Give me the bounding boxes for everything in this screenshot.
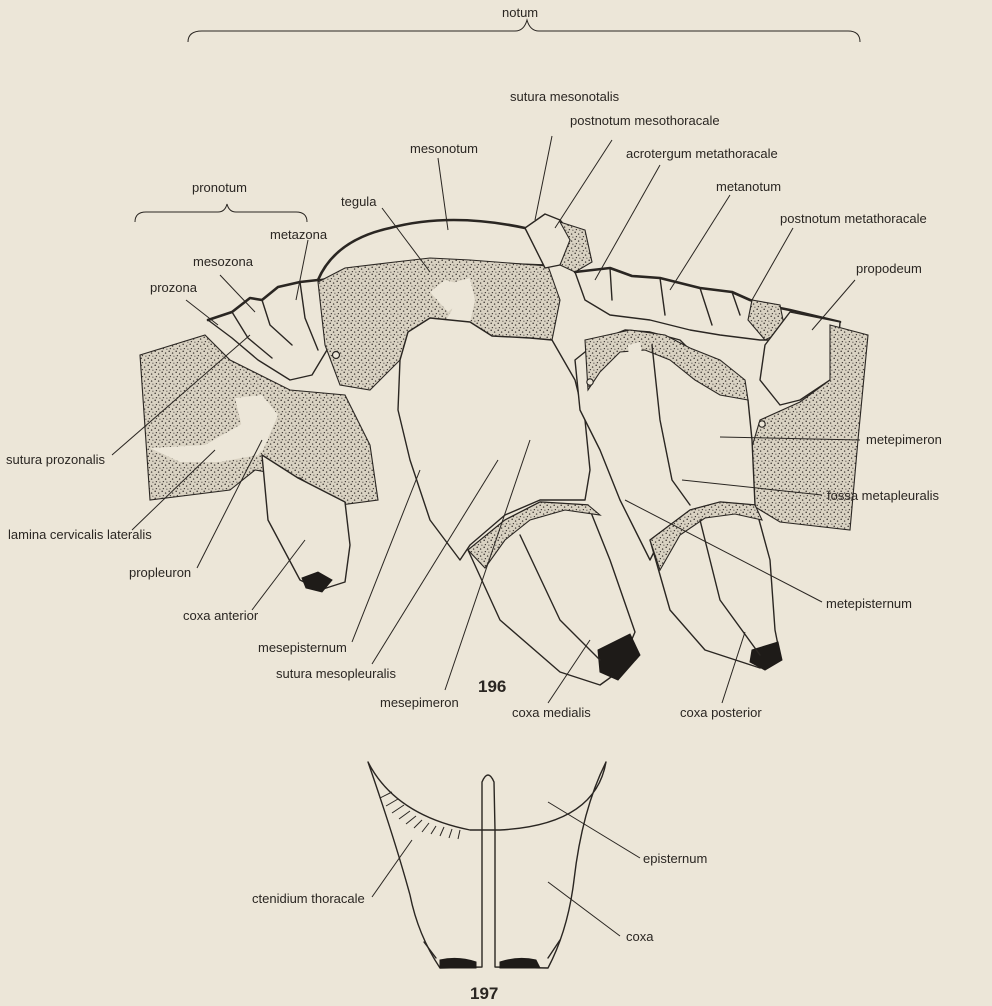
label-sutura-mesopleuralis: sutura mesopleuralis bbox=[276, 667, 396, 680]
label-episternum: episternum bbox=[643, 852, 707, 865]
label-metepimeron: metepimeron bbox=[866, 433, 942, 446]
label-prozona: prozona bbox=[150, 281, 197, 294]
label-mesonotum: mesonotum bbox=[410, 142, 478, 155]
label-coxa-medialis: coxa medialis bbox=[512, 706, 591, 719]
spiracle-3 bbox=[759, 421, 765, 427]
label-ctenidium-thoracale: ctenidium thoracale bbox=[252, 892, 365, 905]
label-tegula: tegula bbox=[341, 195, 376, 208]
fig197-left-half bbox=[368, 762, 482, 968]
label-propleuron: propleuron bbox=[129, 566, 191, 579]
label-coxa-anterior: coxa anterior bbox=[183, 609, 258, 622]
spiracle-1 bbox=[333, 352, 340, 359]
label-mesepisternum: mesepisternum bbox=[258, 641, 347, 654]
label-metazona: metazona bbox=[270, 228, 327, 241]
label-postnotum-mesothoracale: postnotum mesothoracale bbox=[570, 114, 720, 127]
spiracle-2 bbox=[587, 379, 593, 385]
figure-number-196: 196 bbox=[478, 678, 506, 695]
fig197-right-half bbox=[495, 762, 606, 968]
fig197-median-process bbox=[482, 775, 495, 830]
figure-number-197: 197 bbox=[470, 985, 498, 1002]
figure-197-drawing bbox=[368, 762, 640, 968]
label-lamina-cervicalis-lateralis: lamina cervicalis lateralis bbox=[8, 528, 152, 541]
label-notum: notum bbox=[502, 6, 538, 19]
label-sutura-prozonalis: sutura prozonalis bbox=[6, 453, 105, 466]
figure-196-drawing bbox=[112, 20, 868, 703]
notum-brace bbox=[188, 20, 860, 42]
label-sutura-mesonotalis: sutura mesonotalis bbox=[510, 90, 619, 103]
label-mesozona: mesozona bbox=[193, 255, 253, 268]
label-acrotergum-metathoracale: acrotergum metathoracale bbox=[626, 147, 778, 160]
label-coxa-posterior: coxa posterior bbox=[680, 706, 762, 719]
label-postnotum-metathoracale: postnotum metathoracale bbox=[780, 212, 927, 225]
label-coxa: coxa bbox=[626, 930, 653, 943]
pronotum-brace bbox=[135, 204, 307, 222]
label-propodeum: propodeum bbox=[856, 262, 922, 275]
fig197-tip-right bbox=[500, 958, 540, 968]
label-metepisternum: metepisternum bbox=[826, 597, 912, 610]
label-pronotum: pronotum bbox=[192, 181, 247, 194]
label-mesepimeron: mesepimeron bbox=[380, 696, 459, 709]
label-metanotum: metanotum bbox=[716, 180, 781, 193]
label-fossa-metapleuralis: fossa metapleuralis bbox=[827, 489, 939, 502]
